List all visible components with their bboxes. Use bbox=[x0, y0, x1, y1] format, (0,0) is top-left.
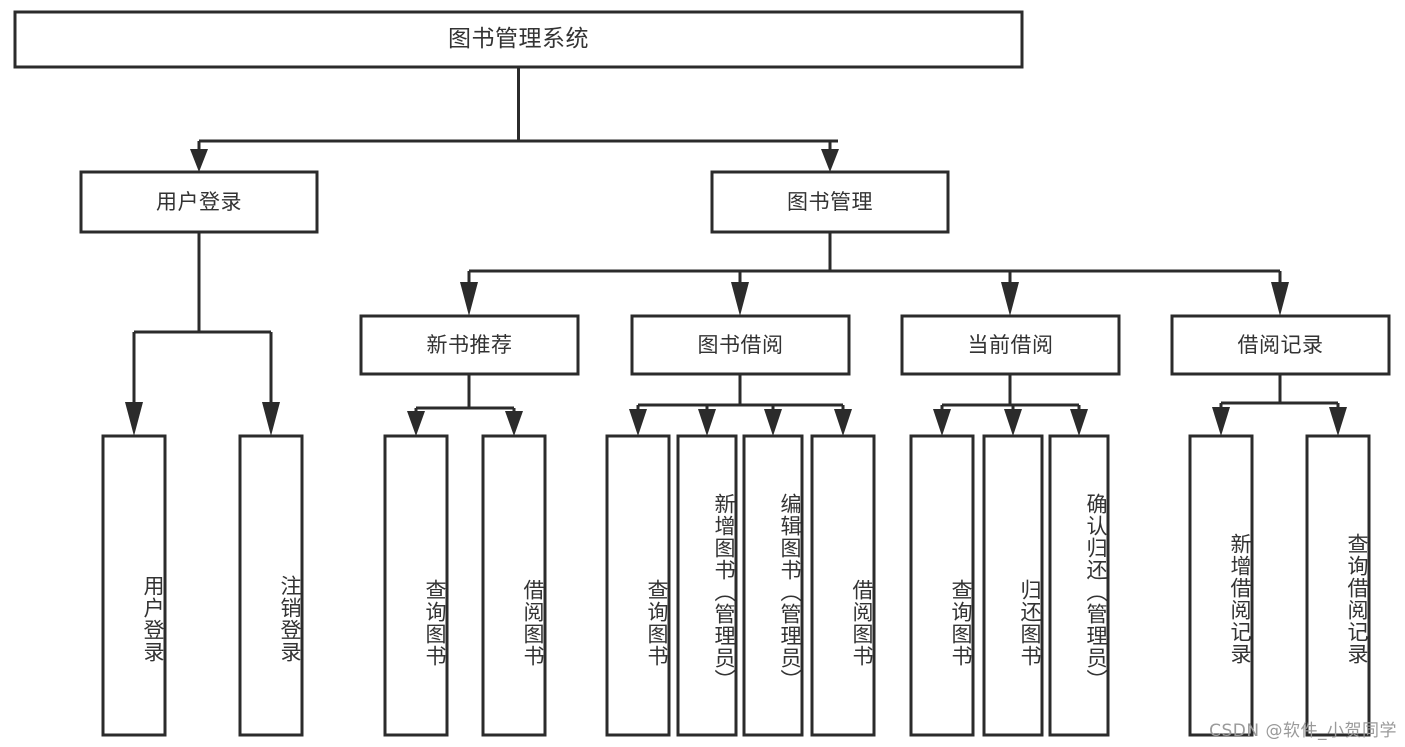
arrowhead-new-book-recommend bbox=[460, 282, 478, 316]
node-box-leaf-query-book-recommend[interactable] bbox=[383, 434, 449, 737]
node-box-leaf-add-book-admin[interactable] bbox=[676, 434, 738, 737]
arrowhead-leaf-add-borrow-record bbox=[1212, 407, 1230, 436]
arrowhead-leaf-user-login bbox=[125, 402, 143, 436]
connector-group-root bbox=[190, 67, 839, 172]
node-box-book-borrow[interactable] bbox=[630, 314, 851, 376]
node-box-user-login[interactable] bbox=[79, 170, 319, 234]
arrowhead-leaf-borrow-book bbox=[834, 409, 852, 436]
connector-group-book-management bbox=[460, 232, 1289, 316]
arrowhead-book-borrow bbox=[731, 282, 749, 316]
node-box-leaf-confirm-return-admin[interactable] bbox=[1048, 434, 1110, 737]
node-box-leaf-edit-book-admin[interactable] bbox=[742, 434, 804, 737]
node-box-borrow-record[interactable] bbox=[1170, 314, 1391, 376]
watermark-text: CSDN @软件_小贺同学 bbox=[1209, 721, 1397, 741]
arrowhead-borrow-record bbox=[1271, 282, 1289, 316]
node-box-leaf-add-borrow-record[interactable] bbox=[1188, 434, 1254, 737]
node-box-leaf-return-book[interactable] bbox=[982, 434, 1044, 737]
arrowhead-current-borrow bbox=[1001, 282, 1019, 316]
arrowhead-leaf-query-book-current bbox=[933, 409, 951, 436]
arrowhead-leaf-logout-login bbox=[262, 402, 280, 436]
connector-group-user-login bbox=[125, 232, 280, 436]
connector-group-borrow-record bbox=[1212, 374, 1347, 436]
node-box-new-book-recommend[interactable] bbox=[359, 314, 580, 376]
node-box-leaf-user-login[interactable] bbox=[101, 434, 167, 737]
node-box-leaf-borrow-book[interactable] bbox=[810, 434, 876, 737]
arrowhead-leaf-query-book-borrow bbox=[629, 409, 647, 436]
node-box-leaf-logout-login[interactable] bbox=[238, 434, 304, 737]
connector-group-new-book-recommend bbox=[407, 374, 523, 436]
arrowhead-book-management bbox=[821, 149, 839, 172]
node-box-leaf-borrow-book-recommend[interactable] bbox=[481, 434, 547, 737]
arrowhead-leaf-query-book-recommend bbox=[407, 411, 425, 436]
arrowhead-leaf-return-book bbox=[1004, 409, 1022, 436]
arrowhead-leaf-query-borrow-record bbox=[1329, 407, 1347, 436]
node-box-leaf-query-borrow-record[interactable] bbox=[1305, 434, 1371, 737]
arrowhead-leaf-borrow-book-recommend bbox=[505, 411, 523, 436]
node-box-book-management[interactable] bbox=[710, 170, 950, 234]
connector-group-current-borrow bbox=[933, 374, 1088, 436]
node-box-leaf-query-book-current[interactable] bbox=[909, 434, 975, 737]
connector-group-book-borrow bbox=[629, 374, 852, 436]
arrowhead-user-login bbox=[190, 149, 208, 172]
node-box-current-borrow[interactable] bbox=[900, 314, 1121, 376]
node-box-root[interactable] bbox=[13, 10, 1024, 69]
arrowhead-leaf-edit-book-admin bbox=[764, 409, 782, 436]
node-box-leaf-query-book-borrow[interactable] bbox=[605, 434, 671, 737]
arrowhead-leaf-confirm-return-admin bbox=[1070, 409, 1088, 436]
arrowhead-leaf-add-book-admin bbox=[698, 409, 716, 436]
